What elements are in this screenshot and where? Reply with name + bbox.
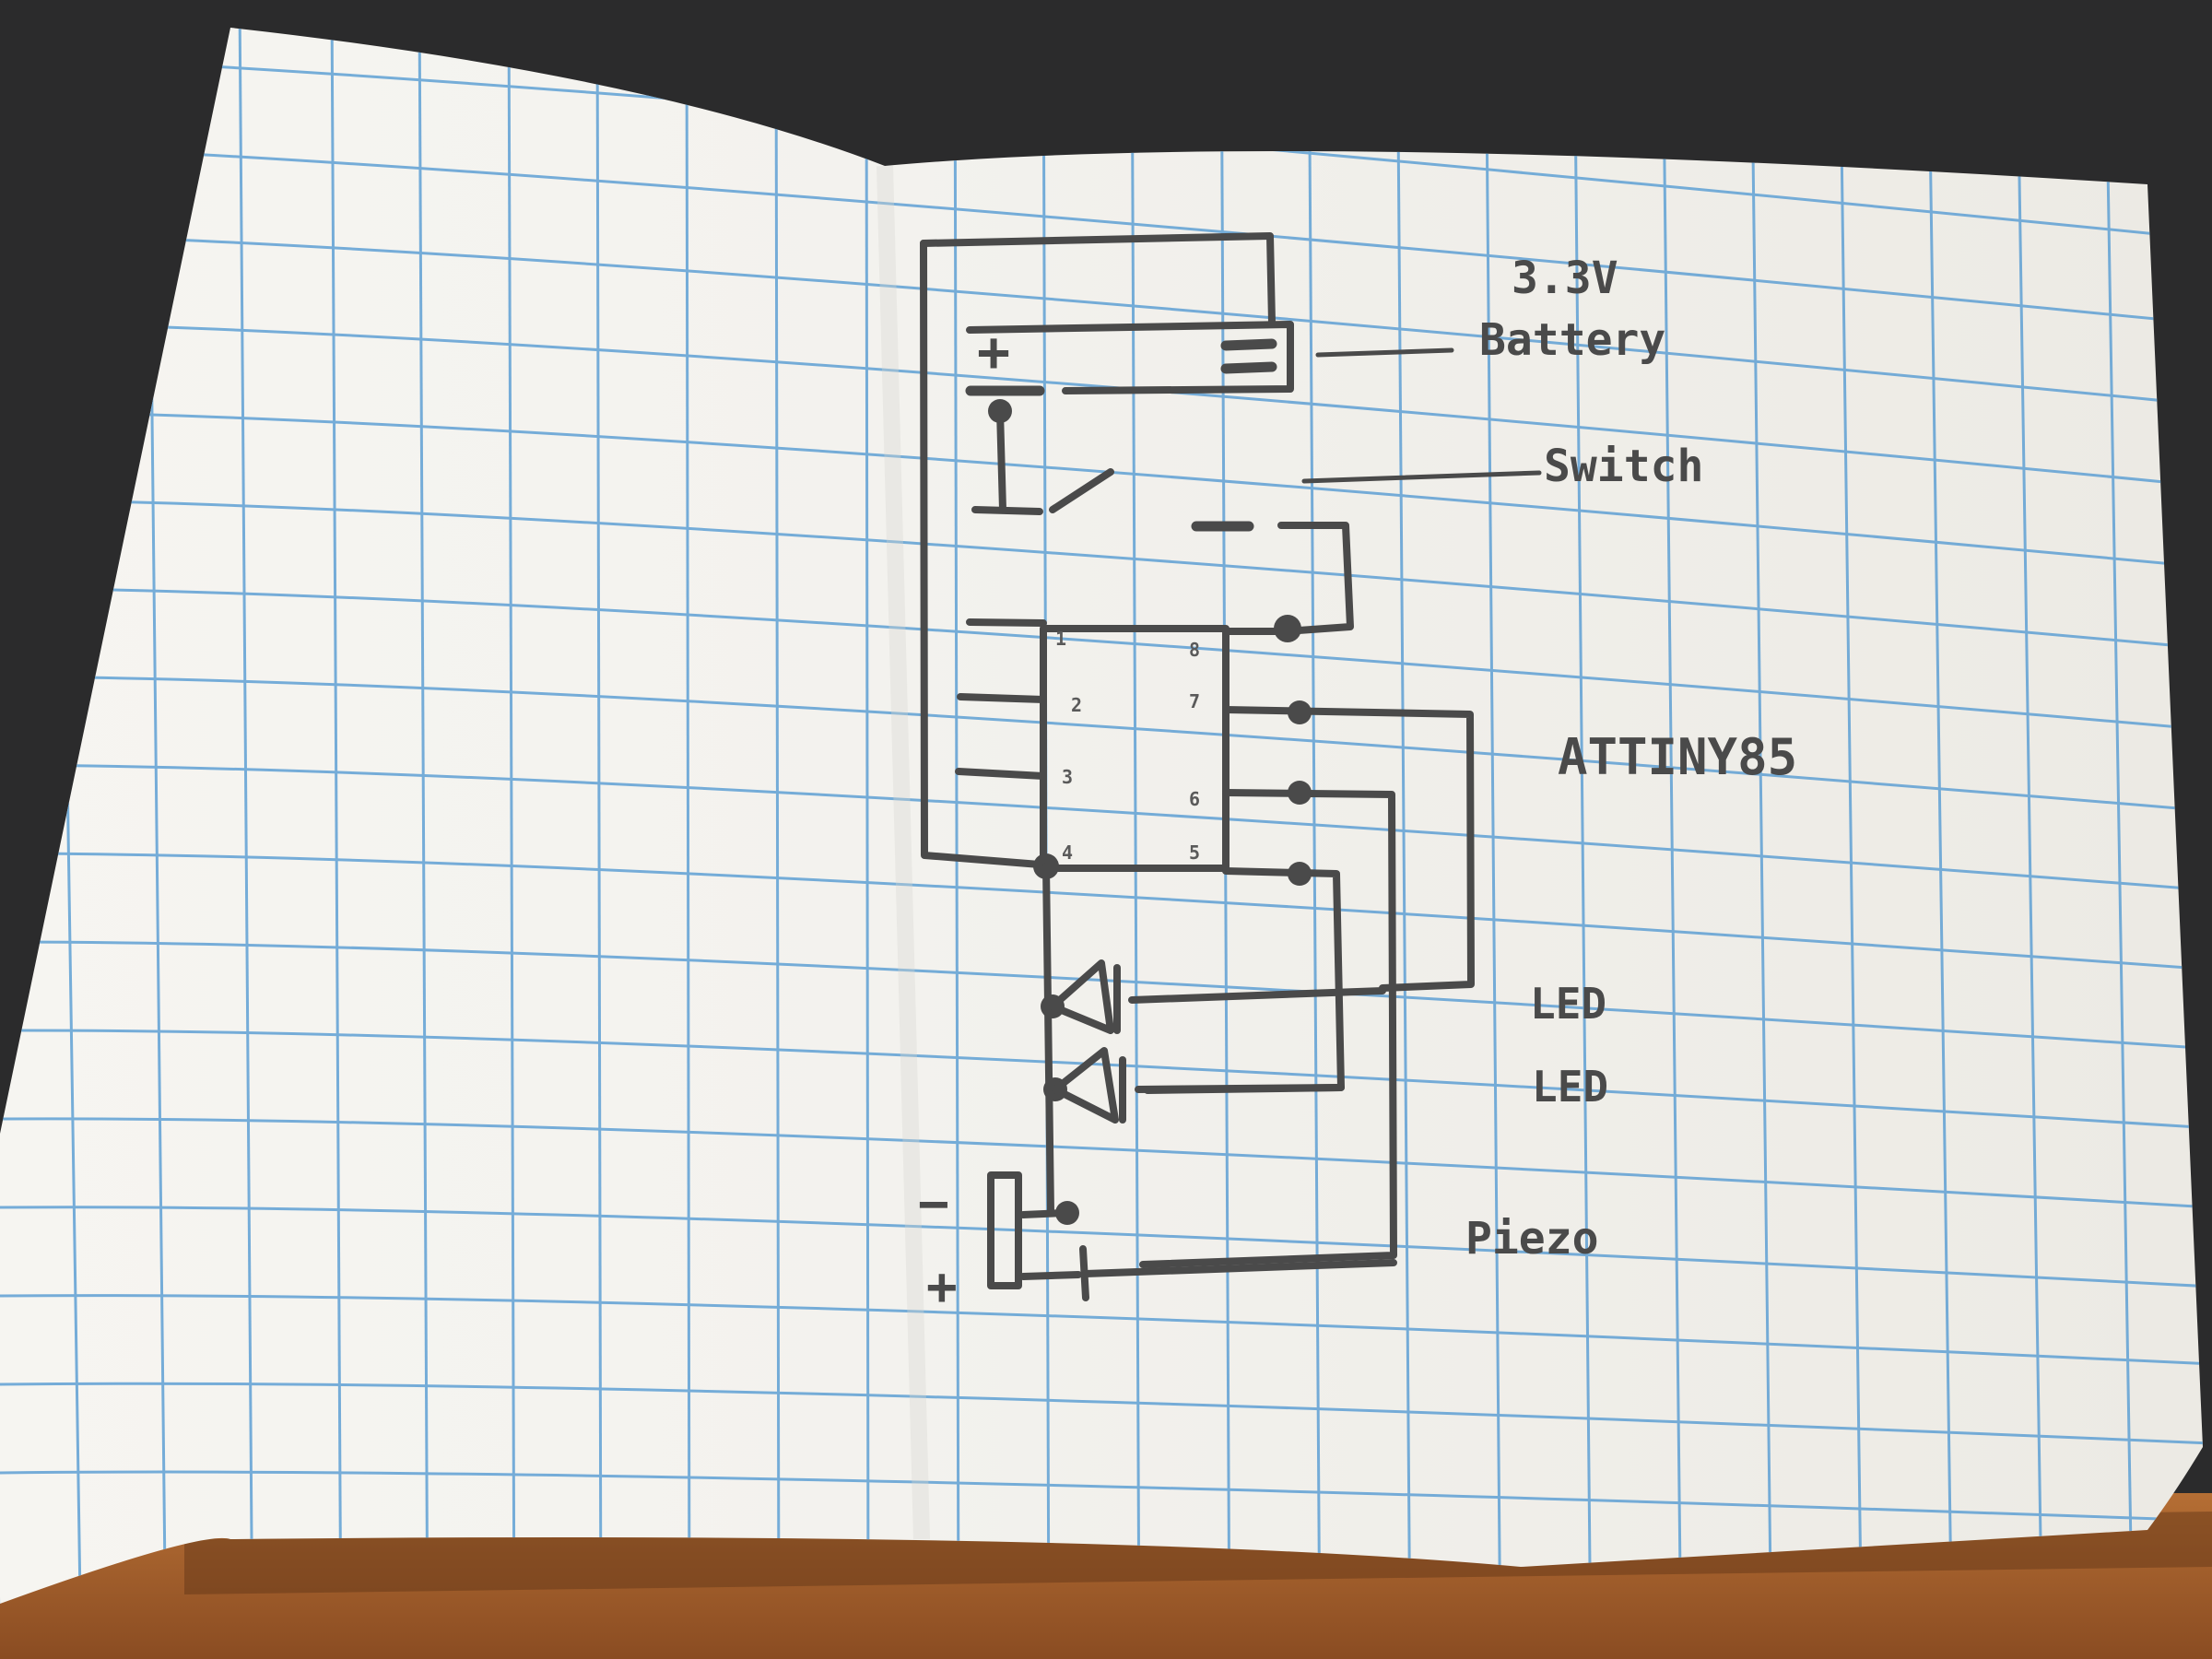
paper-fold-shadow [877, 165, 930, 1540]
pin-number-5: 5 [1189, 841, 1200, 864]
led-2-label: LED [1532, 1062, 1608, 1112]
piezo-plus-sign: + [926, 1257, 958, 1317]
chip-pin-1-lead [966, 618, 1047, 627]
switch-label: Switch [1544, 441, 1703, 492]
pin-number-7: 7 [1189, 690, 1200, 712]
ground-rail [1042, 863, 1054, 1216]
led-1-symbol [1041, 959, 1386, 1034]
pin-number-4: 4 [1062, 841, 1073, 864]
battery-leader-line [1315, 347, 1454, 358]
battery-plus-sign: + [977, 320, 1010, 384]
chip-body [1040, 625, 1230, 872]
pin-number-6: 6 [1189, 788, 1200, 810]
top-wire [920, 232, 1276, 326]
piezo-minus-sign: − [918, 1174, 949, 1234]
switch-symbol [971, 399, 1354, 635]
chip-pin-2-lead [957, 693, 1047, 703]
piezo-label: Piezo [1465, 1213, 1599, 1265]
pin-number-2: 2 [1071, 694, 1082, 716]
chip-pin-3-lead [955, 768, 1047, 780]
piezo-symbol [987, 1171, 1397, 1301]
chip-pin-7-wire [1222, 706, 1475, 992]
pin-number-3: 3 [1062, 766, 1073, 788]
outer-wire [920, 240, 1043, 868]
switch-leader-line [1301, 470, 1542, 484]
led-1-label: LED [1530, 979, 1606, 1029]
battery-voltage-label: 3.3V [1512, 253, 1618, 304]
chip-pin-6-wire [1139, 789, 1397, 1268]
led-2-symbol [1043, 1047, 1345, 1124]
chip-label: ATTINY85 [1558, 728, 1797, 786]
chip-pin-5-wire [1144, 867, 1345, 1094]
pin-number-1: 1 [1055, 628, 1066, 650]
graph-paper-sheet [0, 28, 2203, 1604]
battery-symbol [965, 321, 1294, 396]
battery-label: Battery [1479, 314, 1665, 366]
pin-number-8: 8 [1189, 639, 1200, 661]
